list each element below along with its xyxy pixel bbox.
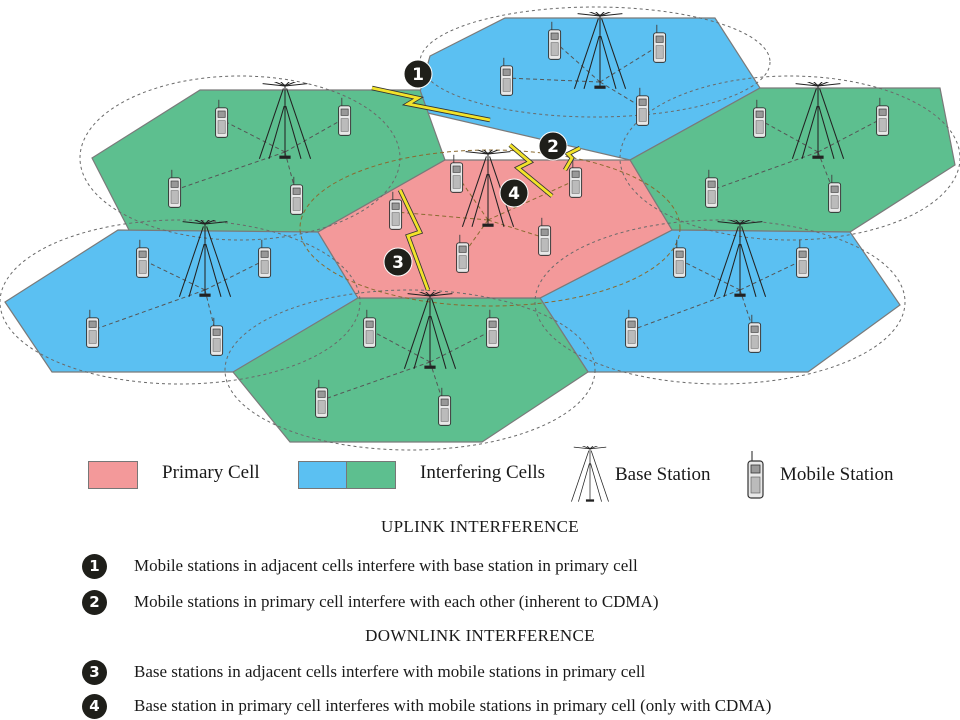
base-station-icon [566,446,614,504]
markers-layer: 1 2 3 4 [383,59,568,277]
link-line [554,41,601,83]
link-line [395,211,489,221]
link-line [817,117,884,153]
legend-interfering-label: Interfering Cells [420,462,546,483]
link-line [711,151,819,191]
link-line [631,289,741,331]
coverage-ring [79,75,401,241]
uplink-note-2: 2 Mobile stations in primary cell interf… [82,589,659,615]
link-line [284,117,346,153]
interference-zigzag [398,189,430,291]
cells-layer [4,17,956,443]
marker-label: 2 [547,137,559,157]
note-text: Base stations in adjacent cells interfer… [134,662,646,681]
coverage-ring [0,219,361,385]
marker-circle [403,59,433,89]
legend-interfering-green-swatch [346,461,396,489]
link-line [739,259,804,291]
link-line [142,259,206,291]
note-number-badge: 2 [82,589,107,615]
note-text: Mobile stations in primary cell interfer… [134,592,659,611]
link-line [487,219,546,239]
interference-zigzag [509,143,553,198]
interference-zigzag [371,86,491,122]
interference-links-layer [371,85,582,291]
marker-label: 3 [392,253,404,273]
legend-mobile-station-label: Mobile Station [780,464,894,485]
legend-base-station-label: Base Station [615,464,711,485]
coverage-ring [534,219,906,385]
link-line [487,179,577,221]
link-line [204,289,218,339]
coverage-ring [224,289,596,451]
primary-coverage-ring [299,149,681,307]
marker-circle [538,131,568,161]
link-line [221,119,286,153]
link-line [599,44,661,83]
note-number-badge: 3 [82,659,107,685]
downlink-note-4: 4 Base station in primary cell interfere… [82,693,771,719]
link-line [739,289,756,336]
downlink-title: DOWNLINK INTERFERENCE [365,626,595,645]
note-text: Mobile stations in adjacent cells interf… [134,556,638,575]
uplink-note-1: 1 Mobile stations in adjacent cells inte… [82,553,638,579]
marker-2: 2 [538,131,568,161]
note-text: Base station in primary cell interferes … [134,696,772,715]
link-line [429,361,446,409]
marker-4: 4 [499,178,529,208]
marker-circle [499,178,529,208]
link-line [321,361,431,401]
cell-interference-diagram: 1 2 3 4 [0,6,960,451]
legend-interfering-blue-swatch [298,461,348,489]
legend-primary-swatch [88,461,138,489]
mobile-station-icon [746,450,766,500]
link-line [92,289,206,331]
uplink-title: UPLINK INTERFERENCE [381,517,579,536]
marker-circle [383,247,413,277]
link-line [369,329,431,363]
legend-primary-label: Primary Cell [162,462,260,483]
link-line [506,77,601,83]
link-line [429,329,494,363]
downlink-note-3: 3 Base stations in adjacent cells interf… [82,659,645,685]
note-number-badge: 1 [82,553,107,579]
link-line [174,151,286,191]
marker-label: 4 [508,184,520,204]
marker-label: 1 [412,65,424,85]
interference-zigzag [563,146,581,171]
marker-1: 1 [403,59,433,89]
link-line [599,81,644,109]
marker-3: 3 [383,247,413,277]
note-number-badge: 4 [82,693,107,719]
